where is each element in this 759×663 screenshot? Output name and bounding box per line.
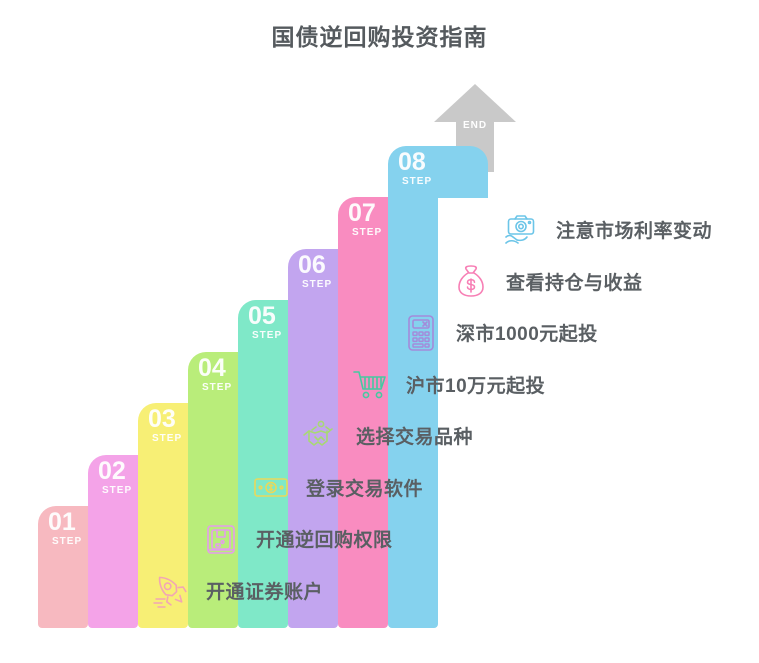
shopping-cart-icon — [350, 363, 392, 405]
step-block-leg — [88, 504, 138, 628]
step-word-label: STEP — [352, 227, 383, 238]
step-word-label: STEP — [252, 330, 283, 341]
step-number: 01 — [48, 508, 76, 536]
step-number: 07 — [348, 199, 376, 227]
step-block-leg — [38, 556, 88, 628]
step-block-leg — [388, 195, 438, 628]
step-description: 选择交易品种 — [356, 427, 474, 448]
step-number: 08 — [398, 147, 426, 176]
step-description: 登录交易软件 — [306, 478, 424, 500]
step-description: 查看持仓与收益 — [506, 272, 643, 294]
step-description: 深市1000元起投 — [456, 324, 598, 345]
atm-machine-icon — [200, 518, 242, 560]
step-word-label: STEP — [202, 381, 233, 393]
step-word-label: STEP — [302, 278, 333, 290]
step-block-leg — [188, 401, 238, 628]
step-description: 开通证券账户 — [206, 581, 324, 603]
step-label-row-08[interactable]: 注意市场利率变动 — [500, 208, 712, 252]
step-number: 02 — [98, 456, 126, 485]
step-word-label: STEP — [402, 175, 433, 187]
end-arrow-label: END — [462, 120, 488, 131]
rocket-icon — [150, 569, 192, 611]
step-block-head — [388, 145, 488, 198]
step-label-row-01[interactable]: 开通证券账户 — [150, 568, 323, 612]
step-description: 沪市10万元起投 — [406, 375, 546, 397]
page-title: 国债逆回购投资指南 — [271, 24, 488, 50]
end-arrow-icon — [434, 84, 516, 172]
step-description: 注意市场利率变动 — [556, 221, 713, 242]
money-bag-icon — [450, 260, 492, 302]
camera-in-hand-icon — [500, 209, 542, 251]
step-number: 04 — [198, 353, 226, 382]
calculator-icon — [400, 312, 442, 354]
step-label-row-04[interactable]: 选择交易品种 — [300, 414, 473, 458]
end-arrow: END — [432, 82, 518, 172]
step-label-row-06[interactable]: 深市1000元起投 — [400, 311, 598, 355]
step-block-leg — [288, 298, 338, 628]
step-label-row-02[interactable]: 开通逆回购权限 — [200, 517, 393, 561]
banknote-icon — [250, 466, 292, 508]
step-number: 06 — [298, 250, 326, 279]
step-description: 开通逆回购权限 — [256, 530, 393, 551]
step-block-leg — [238, 350, 288, 628]
step-word-label: STEP — [102, 484, 133, 496]
step-block-leg — [338, 247, 388, 628]
step-number: 05 — [248, 302, 276, 330]
step-label-row-07[interactable]: 查看持仓与收益 — [450, 259, 643, 303]
step-label-row-03[interactable]: 登录交易软件 — [250, 465, 423, 509]
step-label-row-05[interactable]: 沪市10万元起投 — [350, 362, 545, 406]
step-number: 03 — [148, 405, 176, 433]
handshake-icon — [300, 415, 342, 457]
step-word-label: STEP — [152, 433, 183, 444]
step-word-label: STEP — [52, 536, 83, 547]
